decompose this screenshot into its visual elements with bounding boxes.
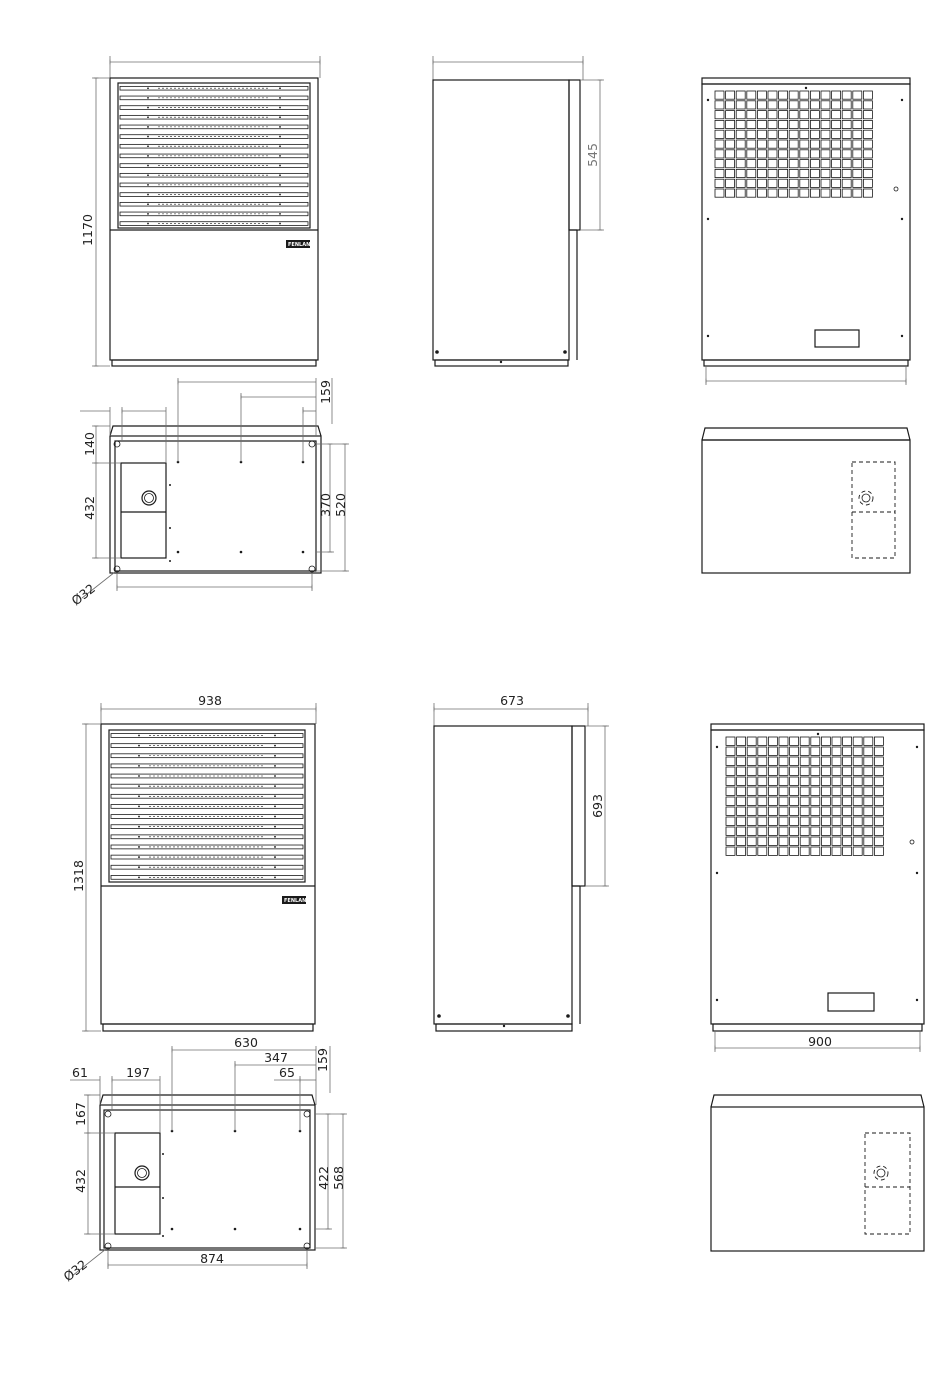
dim-hole: Ø32 [60,1257,90,1285]
dim-width: 900 [808,1034,832,1049]
dim-d1: 167 [73,1102,88,1126]
large-front-view: 938 FENLAN 1318 [71,693,316,1031]
dim-w6: 65 [279,1065,295,1080]
dim-w5: 197 [126,1065,150,1080]
dim-hole: Ø32 [68,581,98,609]
small-plan-view-right [702,428,910,573]
dim-left-top: 140 [82,432,97,456]
dim-w2: 347 [264,1050,288,1065]
dim-right-inner: 370 [318,493,333,517]
large-plan-view-right [711,1095,924,1251]
dim-height: 1170 [80,214,95,246]
large-side-view: 673 693 [434,693,609,1031]
dim-left-box: 432 [82,496,97,520]
dim-upper-depth: 545 [585,143,600,167]
brand-logo-text: FENLAN [288,242,310,248]
dim-height: 1318 [71,860,86,892]
dim-d3: 422 [316,1166,331,1190]
small-top-view: 159 140 432 370 520 Ø32 [68,378,349,608]
dim-top-offset: 159 [318,380,333,404]
dim-w4: 61 [72,1065,88,1080]
small-back-view [702,78,910,385]
dim-d2: 432 [73,1169,88,1193]
louver-grille [111,734,303,880]
dim-width: 874 [200,1251,224,1266]
dim-depth: 673 [500,693,524,708]
dim-upper-depth: 693 [590,794,605,818]
dim-w1: 630 [234,1035,258,1050]
ventilation-grid [726,737,883,855]
brand-logo-text: FENLAN [284,898,306,904]
dim-right-outer: 520 [333,493,348,517]
louver-grille [120,86,308,225]
large-top-view: 630 347 65 61 197 159 167 432 422 568 [60,1035,347,1284]
dim-width: 938 [198,693,222,708]
small-front-view: FENLAN 1170 [80,56,320,366]
ventilation-grid [715,91,872,197]
small-side-view: 545 [433,56,604,366]
large-back-view: 900 [711,724,924,1052]
dim-d4: 568 [331,1166,346,1190]
dim-w3: 159 [315,1048,330,1072]
